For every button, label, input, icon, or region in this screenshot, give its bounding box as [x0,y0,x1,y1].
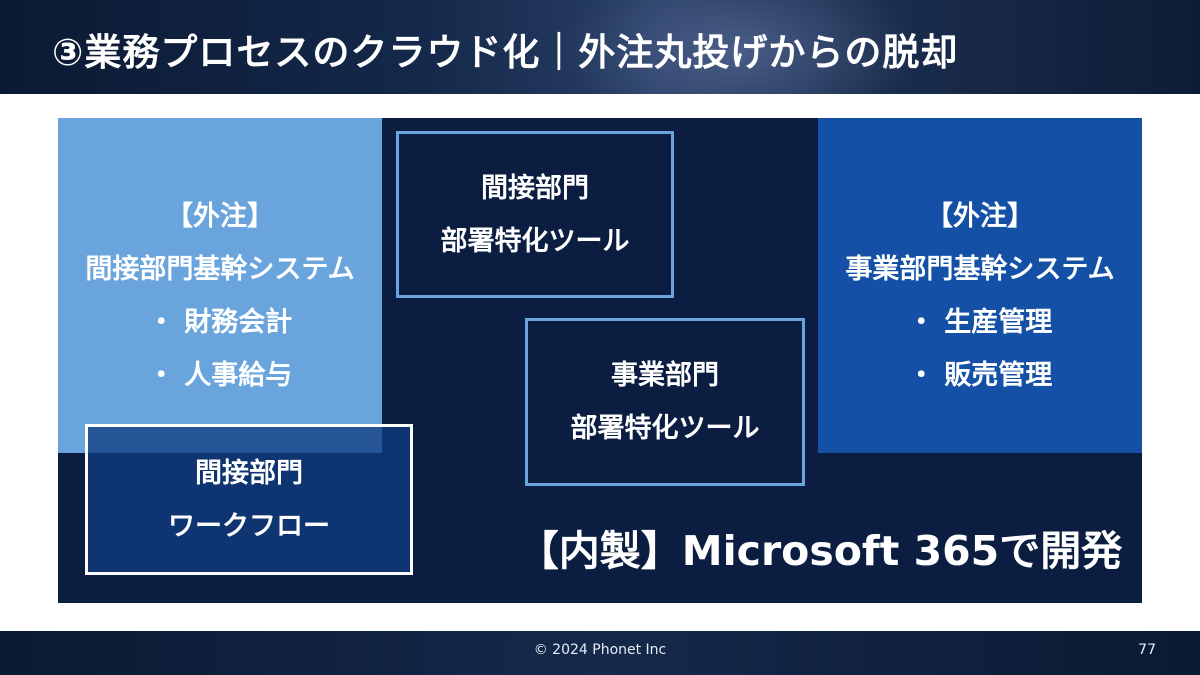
business-dept-tools-box: 事業部門 部署特化ツール [525,318,805,486]
box-line: 部署特化ツール [570,413,760,444]
panel-system-name: 間接部門基幹システム [85,254,355,285]
box-line: 間接部門 [195,457,303,489]
indirect-workflow-box: 間接部門 ワークフロー [85,424,413,575]
panel-item: ・ 販売管理 [907,360,1053,391]
slide-header: ③業務プロセスのクラウド化｜外注丸投げからの脱却 [0,0,1200,94]
box-line: 事業部門 [611,360,719,391]
panel-item: ・ 人事給与 [147,360,293,391]
box-line: ワークフロー [168,510,330,542]
inhouse-development-label: 【内製】Microsoft 365で開発 [517,527,1123,575]
panel-item: ・ 財務会計 [147,307,293,338]
header-background-glow [560,0,920,94]
indirect-dept-tools-box: 間接部門 部署特化ツール [396,131,674,298]
panel-item: ・ 生産管理 [907,307,1053,338]
outsourced-indirect-panel: 【外注】 間接部門基幹システム ・ 財務会計 ・ 人事給与 [58,118,382,453]
panel-heading: 【外注】 [166,201,274,232]
copyright-text: © 2024 Phonet Inc [533,642,667,658]
panel-heading: 【外注】 [926,201,1034,232]
slide-title: ③業務プロセスのクラウド化｜外注丸投げからの脱却 [52,31,959,74]
slide-footer: © 2024 Phonet Inc 77 [0,631,1200,675]
box-line: 部署特化ツール [440,225,630,257]
box-line: 間接部門 [481,172,589,204]
page-number: 77 [1138,642,1156,658]
panel-system-name: 事業部門基幹システム [845,254,1115,285]
outsourced-business-panel: 【外注】 事業部門基幹システム ・ 生産管理 ・ 販売管理 [818,118,1142,453]
